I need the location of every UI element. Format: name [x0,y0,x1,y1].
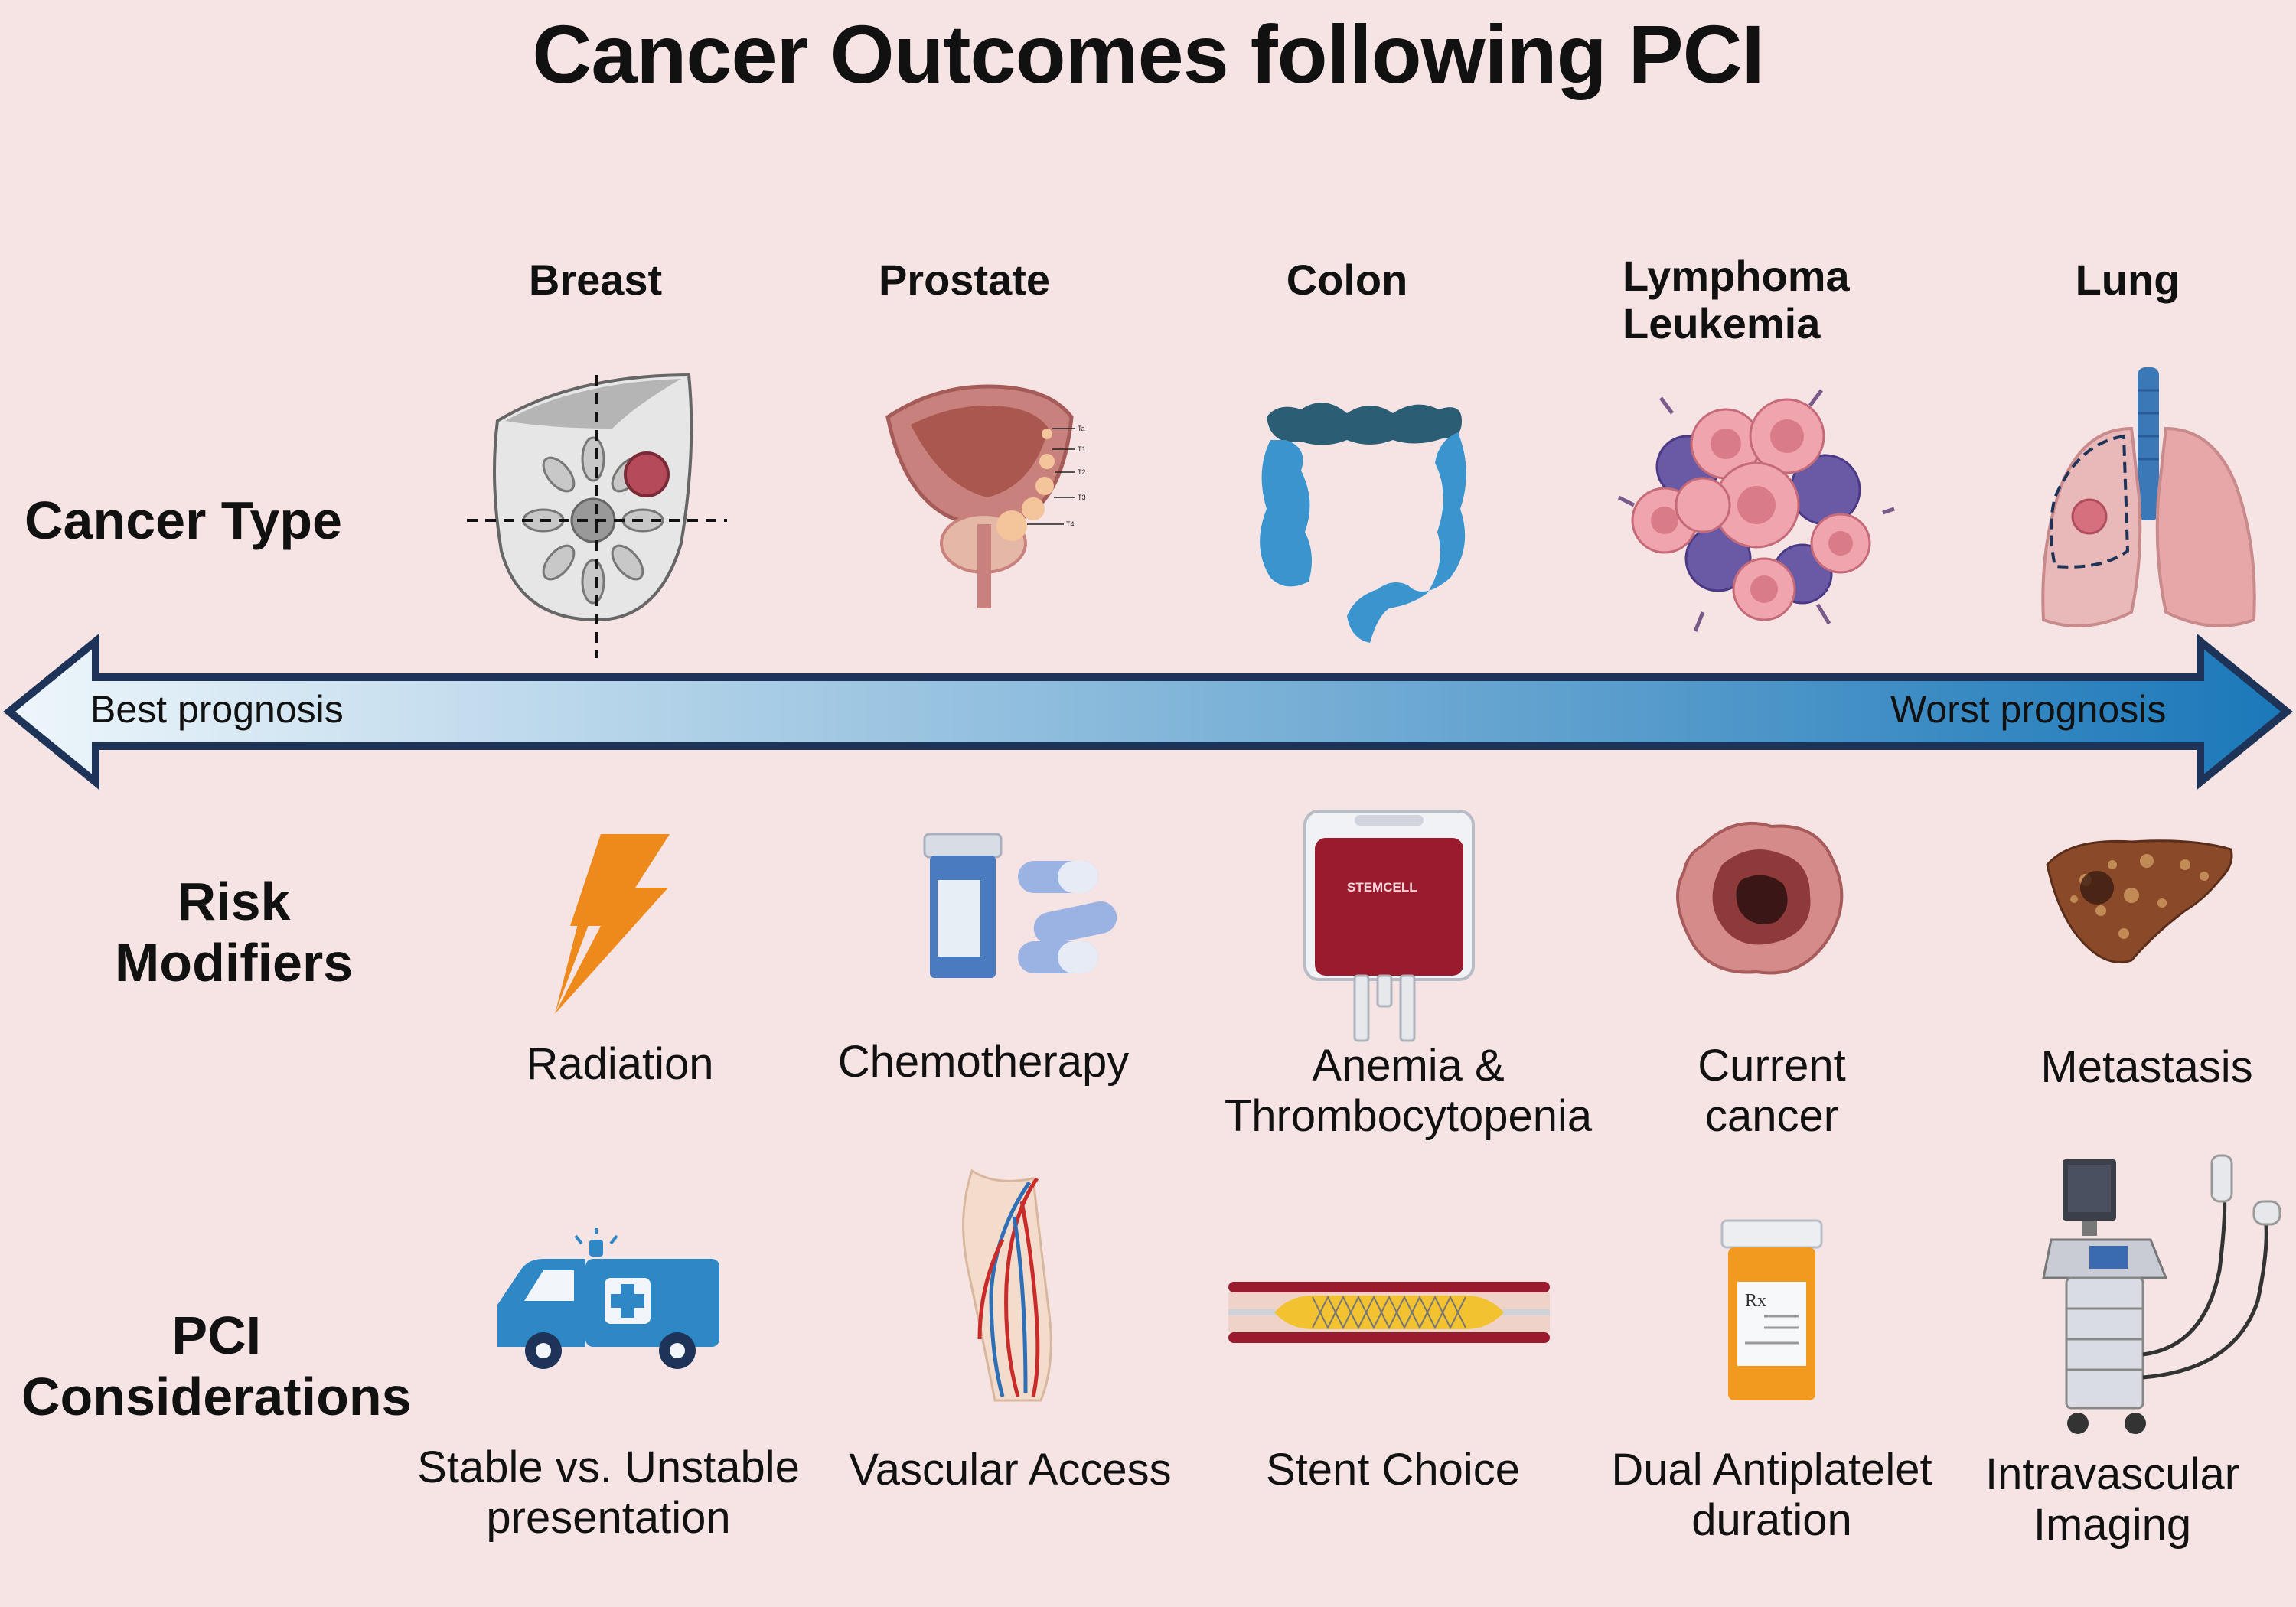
cancer-type-label-lymphoma-leukemia: Lymphoma Leukemia [1623,252,1850,347]
pci-label-intravascular-imaging: Intravascular Imaging [1985,1449,2240,1550]
ambulance-icon [497,1228,719,1369]
arm-vessels-icon [962,1169,1052,1402]
page-title: Cancer Outcomes following PCI [532,8,1764,100]
cancer-type-label-colon: Colon [1286,256,1408,304]
pci-label-vascular-access: Vascular Access [849,1445,1172,1495]
blood-cancer-cells-icon [1617,389,1895,632]
stage-label-t1: T1 [1078,445,1086,453]
risk-modifier-label-metastasis: Metastasis [2040,1042,2253,1092]
cancer-type-label-lung: Lung [2075,256,2180,304]
rx-symbol-text: Rx [1745,1291,1766,1311]
row-label-risk-modifiers: Risk Modifiers [115,872,354,993]
prescription-bottle-icon: Rx [1720,1219,1823,1400]
worst-prognosis-label: Worst prognosis [1890,688,2167,731]
stage-label-t3: T3 [1078,494,1086,501]
stage-label-ta: Ta [1078,425,1085,432]
stage-label-t2: T2 [1078,468,1086,476]
stage-label-t4: T4 [1066,520,1075,528]
ultrasound-machine-icon [2042,1154,2281,1434]
row-label-pci-considerations: PCI Considerations [21,1305,412,1426]
colon-icon [1260,403,1466,643]
risk-modifier-label-anemia-thrombocytopenia: Anemia & Thrombocytopenia [1224,1041,1593,1141]
pci-label-stable-unstable: Stable vs. Unstable presentation [417,1442,800,1543]
lung-tumor-icon [2041,367,2256,627]
risk-modifier-label-radiation: Radiation [526,1039,714,1089]
pci-label-dual-antiplatelet: Dual Antiplatelet duration [1611,1445,1932,1545]
blood-bag-brand-text: STEMCELL [1347,880,1417,895]
prostate-icon: Ta T1 T2 T3 T4 [885,384,1086,608]
cancer-type-label-prostate: Prostate [878,256,1051,304]
breast-tumor-icon [467,373,727,658]
pci-label-stent-choice: Stent Choice [1265,1445,1521,1495]
risk-modifier-label-current-cancer: Current cancer [1698,1041,1846,1141]
stent-icon [1228,1282,1550,1343]
row-label-cancer-type: Cancer Type [24,491,342,550]
tumor-icon [1676,821,1844,975]
risk-modifier-label-chemotherapy: Chemotherapy [837,1037,1130,1087]
cancer-type-label-breast: Breast [528,256,663,304]
lightning-icon [555,834,670,1014]
pill-bottle-icon [923,833,1117,978]
liver-metastasis-icon [2046,839,2233,963]
best-prognosis-label: Best prognosis [90,688,344,731]
blood-bag-icon: STEMCELL [1303,810,1475,1042]
prognosis-arrow [3,633,2293,790]
